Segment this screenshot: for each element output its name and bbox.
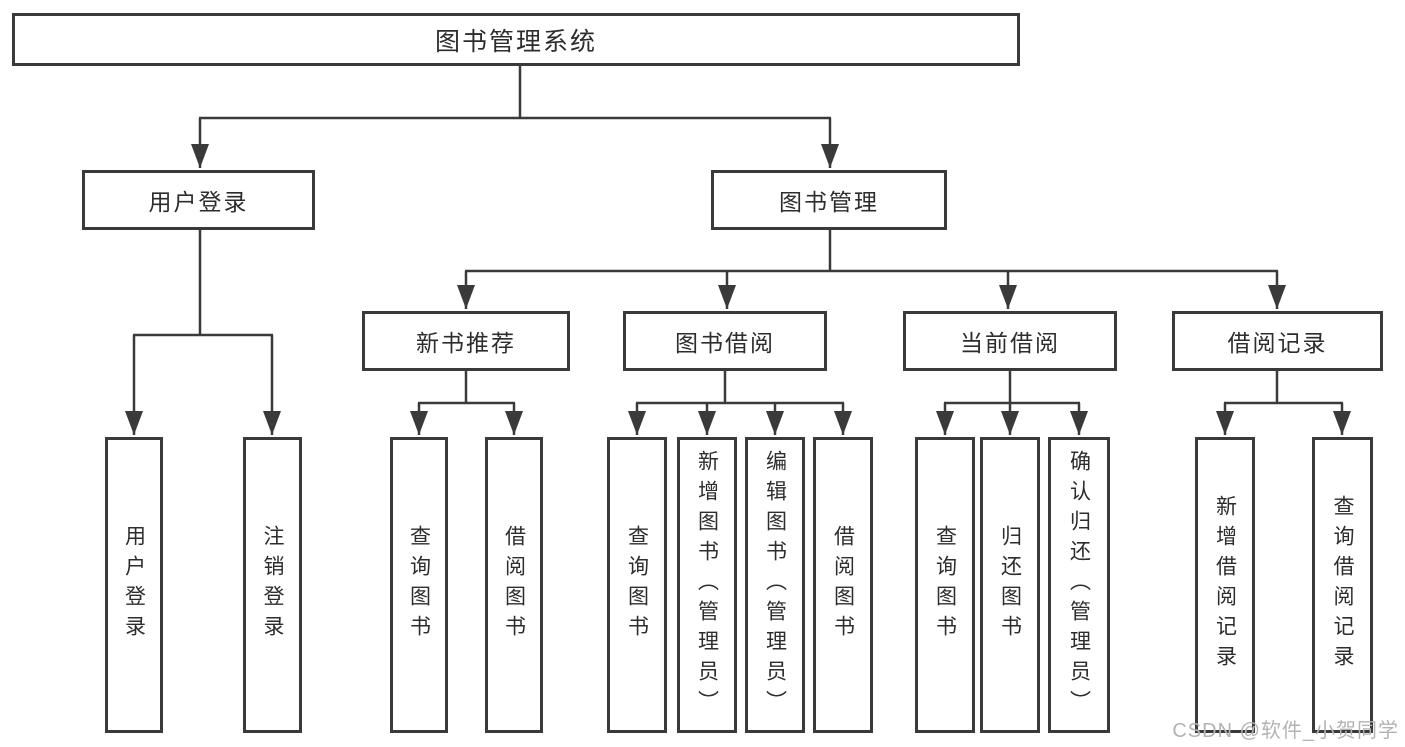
node-book-management: 图书管理 xyxy=(711,170,947,230)
node-label: 借阅图书 xyxy=(831,525,855,645)
leaf-borrow-add-books-admin: 新增图书（管理员） xyxy=(677,437,737,733)
node-label: 查询图书 xyxy=(933,525,957,645)
node-label: 借阅图书 xyxy=(502,525,526,645)
node-label: 归还图书 xyxy=(998,525,1022,645)
leaf-logout: 注销登录 xyxy=(243,437,302,733)
node-label: 新增图书（管理员） xyxy=(695,450,719,720)
node-label: 用户登录 xyxy=(148,189,249,215)
node-current-borrow: 当前借阅 xyxy=(903,311,1117,371)
node-label: 用户登录 xyxy=(122,525,146,645)
node-label: 注销登录 xyxy=(261,525,284,645)
node-label: 新增借阅记录 xyxy=(1213,495,1237,675)
node-borrow-records: 借阅记录 xyxy=(1172,311,1383,371)
node-label: 图书借阅 xyxy=(675,330,775,356)
node-label: 编辑图书（管理员） xyxy=(763,450,787,720)
leaf-user-login: 用户登录 xyxy=(105,437,163,733)
leaf-recommend-borrow-books: 借阅图书 xyxy=(485,437,543,733)
leaf-current-query-books: 查询图书 xyxy=(915,437,975,733)
node-label: 图书管理 xyxy=(779,189,879,215)
node-label: 查询图书 xyxy=(625,525,649,645)
leaf-borrow-query-books: 查询图书 xyxy=(607,437,667,733)
leaf-current-return-books: 归还图书 xyxy=(980,437,1040,733)
csdn-watermark: CSDN @软件_小贺同学 xyxy=(1172,720,1399,742)
leaf-borrow-edit-books-admin: 编辑图书（管理员） xyxy=(745,437,805,733)
node-book-borrow: 图书借阅 xyxy=(623,311,827,371)
leaf-current-confirm-return-admin: 确认归还（管理员） xyxy=(1048,437,1110,733)
node-user-login: 用户登录 xyxy=(82,170,315,230)
node-library-management-system: 图书管理系统 xyxy=(12,13,1020,66)
node-new-book-recommend: 新书推荐 xyxy=(362,311,570,371)
node-label: 查询图书 xyxy=(407,525,431,645)
node-label: 查询借阅记录 xyxy=(1331,495,1354,675)
leaf-records-add-record: 新增借阅记录 xyxy=(1195,437,1255,733)
node-label: 当前借阅 xyxy=(960,330,1060,356)
leaf-records-query-record: 查询借阅记录 xyxy=(1312,437,1373,733)
node-label: 借阅记录 xyxy=(1227,330,1328,356)
node-label: 新书推荐 xyxy=(416,330,516,356)
node-label: 确认归还（管理员） xyxy=(1067,450,1091,720)
node-label: 图书管理系统 xyxy=(434,27,597,56)
leaf-borrow-borrow-books: 借阅图书 xyxy=(813,437,873,733)
leaf-recommend-query-books: 查询图书 xyxy=(390,437,448,733)
